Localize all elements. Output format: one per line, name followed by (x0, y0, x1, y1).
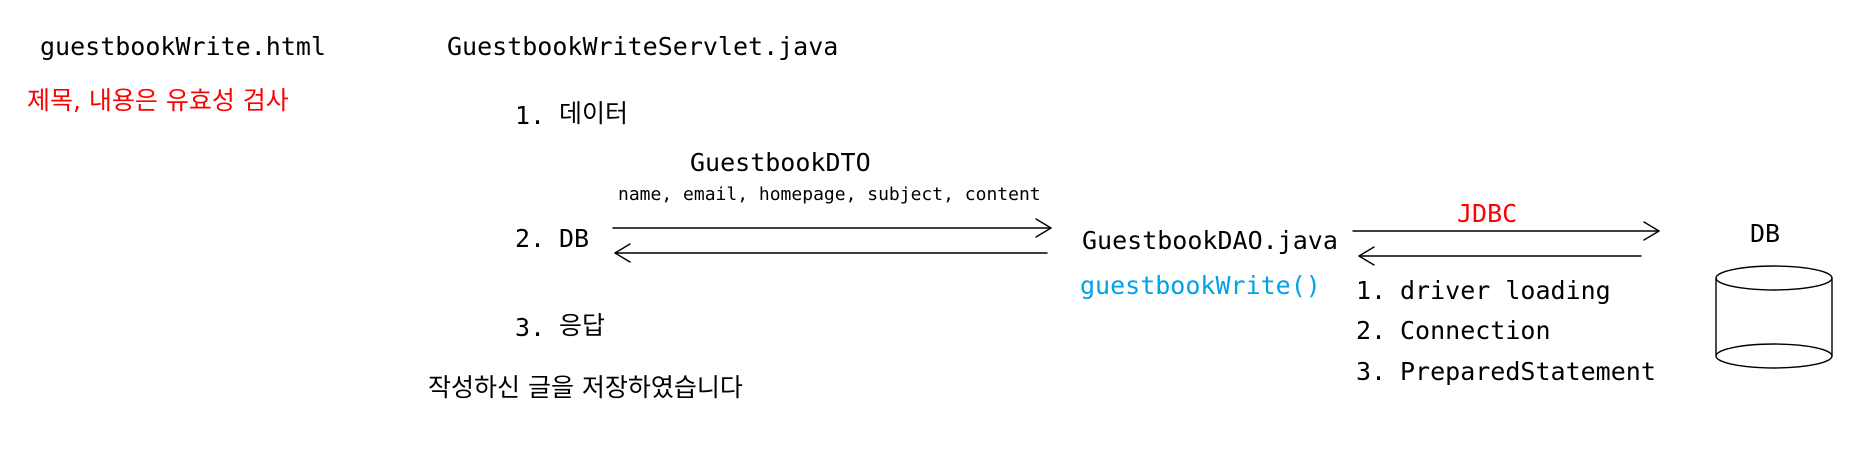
jdbc-label: JDBC (1457, 199, 1518, 228)
dao-file-label: GuestbookDAO.java (1082, 226, 1338, 255)
html-file-label: guestbookWrite.html (40, 32, 326, 61)
step-1-number: 1. (515, 101, 546, 130)
jdbc-step-1-label: driver loading (1400, 276, 1611, 305)
step-3-number: 3. (515, 313, 546, 342)
validation-note: 제목, 내용은 유효성 검사 (27, 86, 289, 115)
jdbc-step-2-number: 2. (1356, 316, 1387, 345)
step-3-label: 응답 (559, 311, 606, 340)
jdbc-step-3-number: 3. (1356, 357, 1387, 386)
step-2-label: DB (559, 224, 590, 253)
servlet-file-label: GuestbookWriteServlet.java (447, 32, 839, 61)
response-message: 작성하신 글을 저장하였습니다 (428, 373, 743, 402)
dto-fields-label: name, email, homepage, subject, content (618, 184, 1041, 205)
step-1-label: 데이터 (559, 99, 629, 128)
db-to-dao-arrow (1358, 246, 1642, 266)
database-cylinder-icon (1715, 265, 1833, 369)
dto-class-label: GuestbookDTO (690, 148, 871, 177)
servlet-to-dao-arrow (612, 218, 1052, 238)
jdbc-step-1-number: 1. (1356, 276, 1387, 305)
jdbc-step-3-label: PreparedStatement (1400, 357, 1656, 386)
dao-method-label: guestbookWrite() (1080, 271, 1321, 300)
jdbc-step-2-label: Connection (1400, 316, 1551, 345)
dao-to-db-arrow (1352, 221, 1660, 241)
db-label: DB (1750, 219, 1781, 248)
dao-to-servlet-arrow (614, 243, 1048, 263)
step-2-number: 2. (515, 224, 546, 253)
